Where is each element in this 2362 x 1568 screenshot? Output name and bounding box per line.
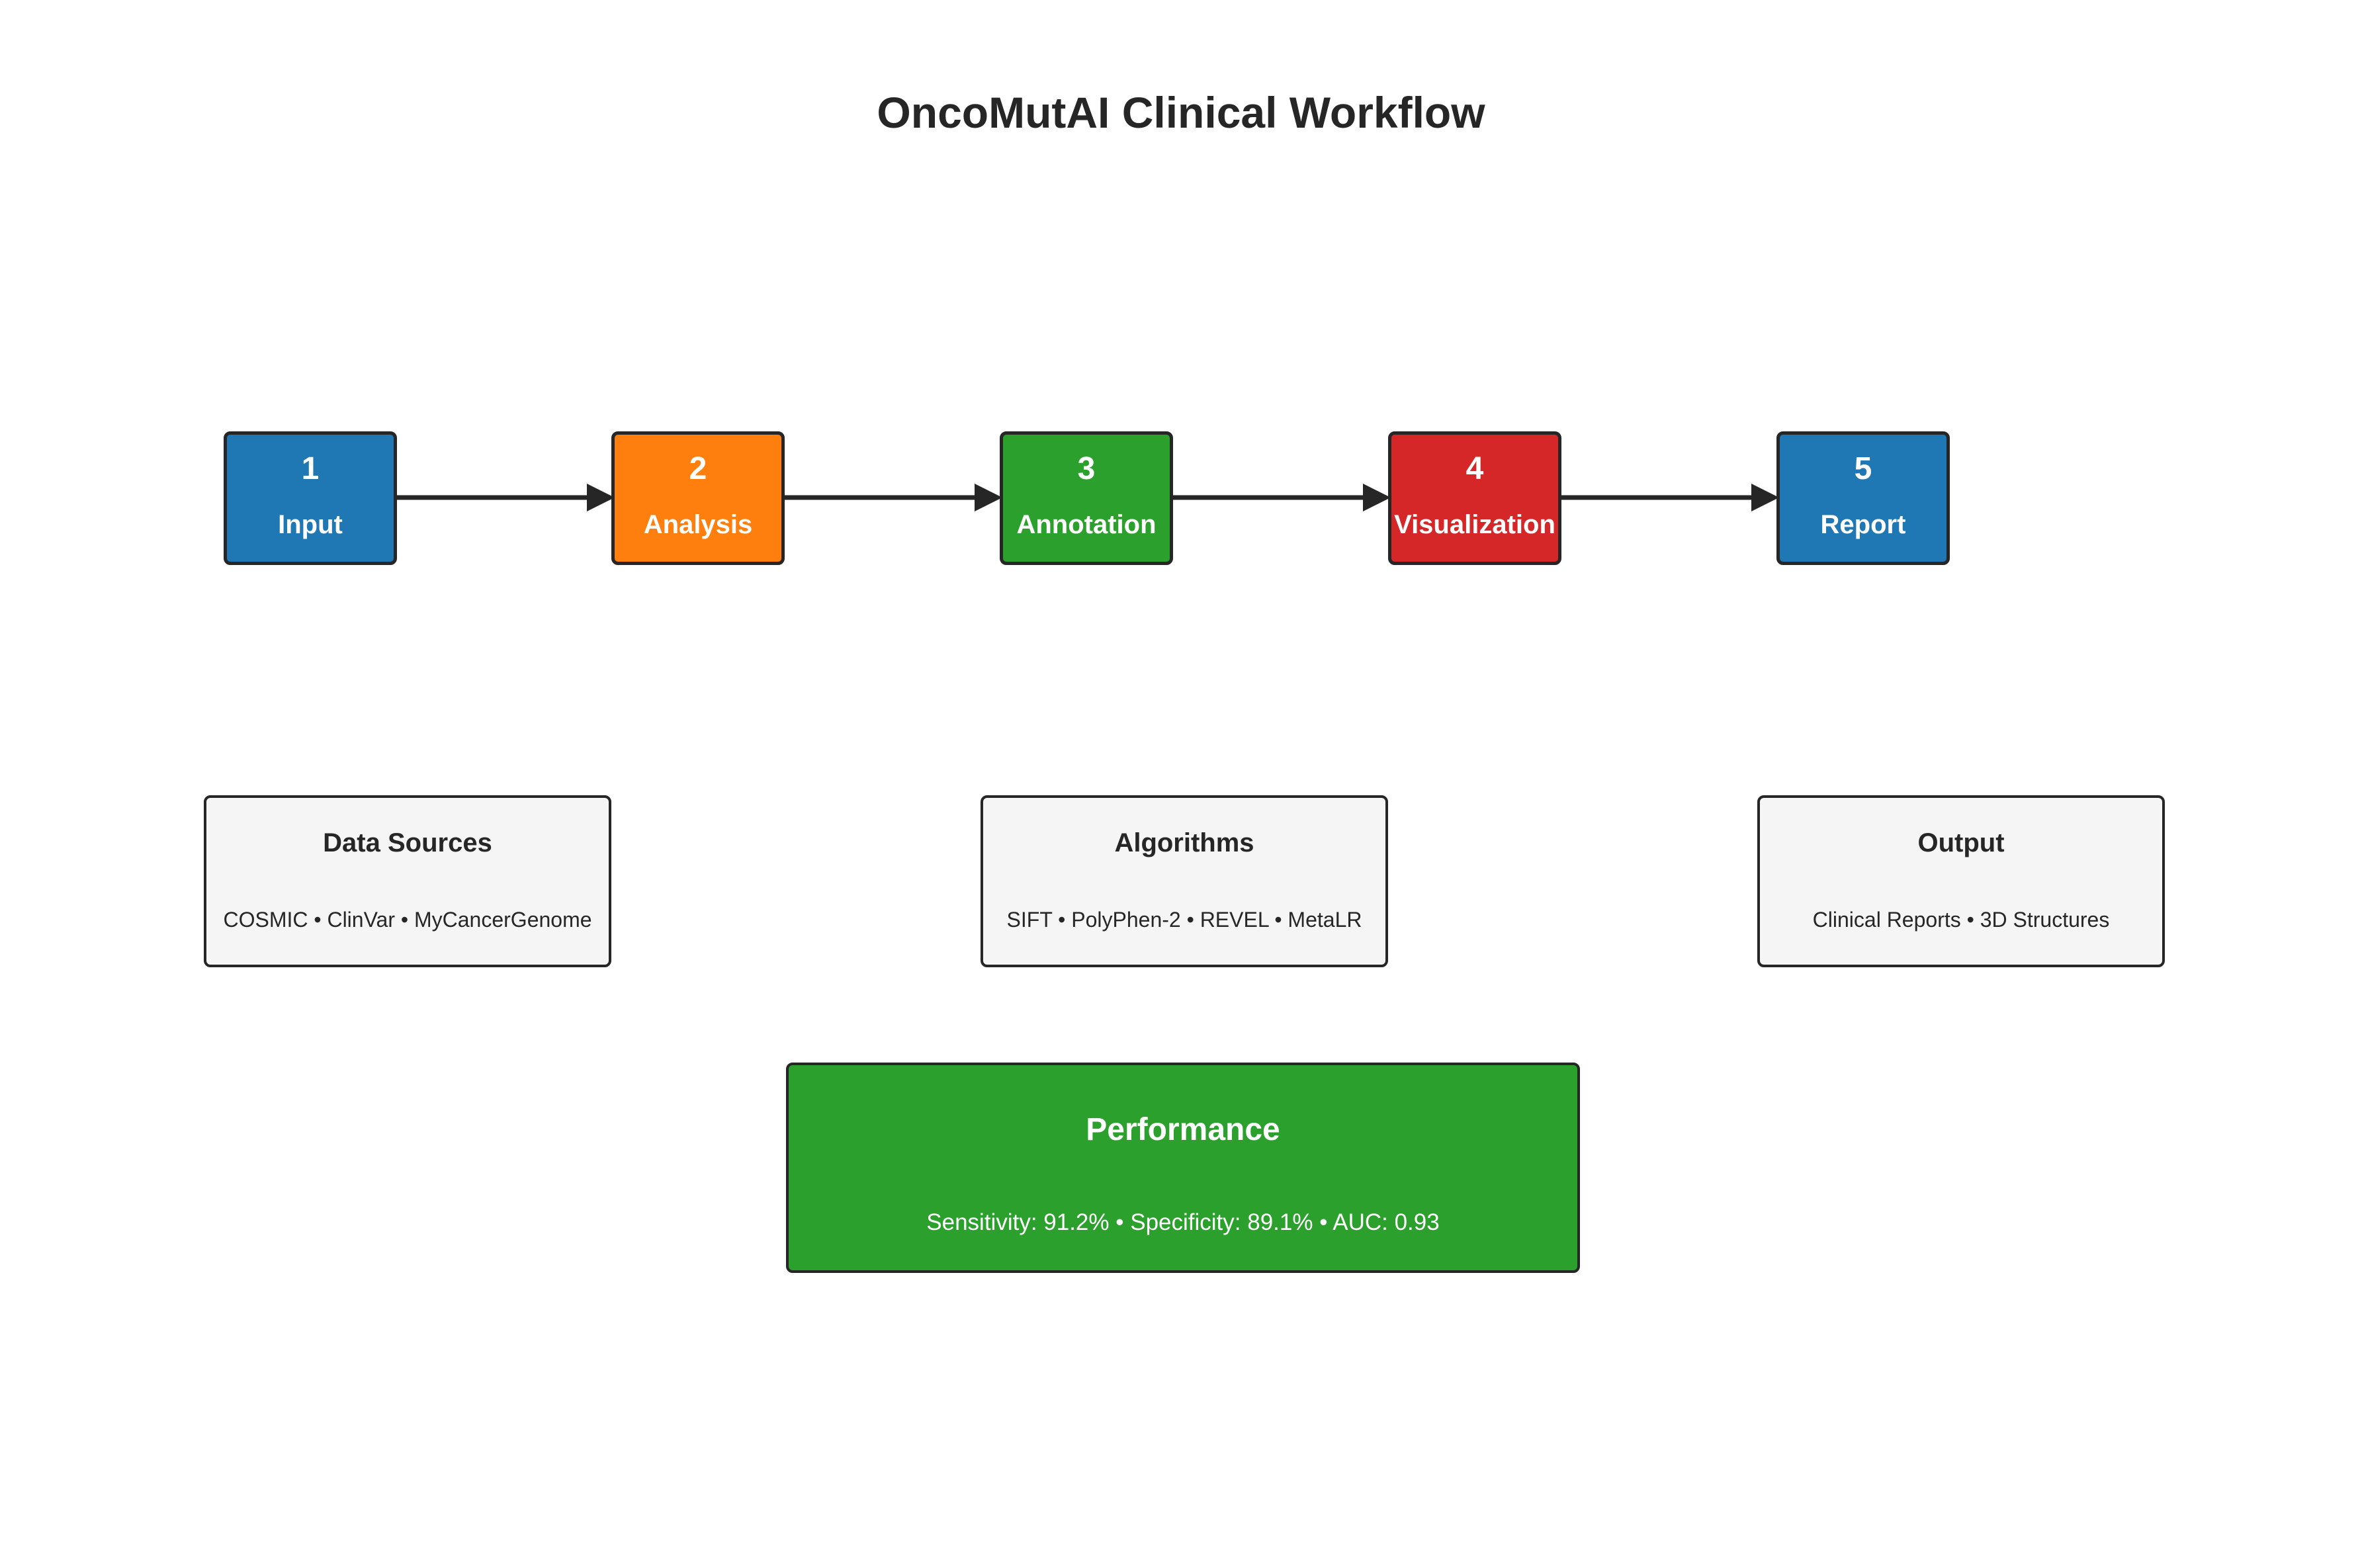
step-report: 5 Report — [1776, 431, 1950, 565]
step-analysis: 2 Analysis — [611, 431, 785, 565]
info-box-data-sources: Data Sources COSMIC • ClinVar • MyCancer… — [204, 795, 611, 967]
info-box-detail: COSMIC • ClinVar • MyCancerGenome — [223, 908, 592, 932]
step-number: 4 — [1465, 451, 1484, 486]
info-box-algorithms: Algorithms SIFT • PolyPhen-2 • REVEL • M… — [981, 795, 1388, 967]
step-number: 2 — [689, 451, 707, 486]
info-box-detail: Clinical Reports • 3D Structures — [1812, 908, 2110, 932]
step-number: 5 — [1854, 451, 1872, 486]
step-label: Report — [1820, 510, 1906, 539]
step-visualization: 4 Visualization — [1388, 431, 1561, 565]
info-box-title: Output — [1917, 828, 2005, 857]
info-box-output: Output Clinical Reports • 3D Structures — [1757, 795, 2165, 967]
performance-title: Performance — [1086, 1112, 1280, 1147]
performance-metrics: Sensitivity: 91.2% • Specificity: 89.1% … — [926, 1209, 1440, 1235]
info-box-title: Data Sources — [323, 828, 492, 857]
performance-box: Performance Sensitivity: 91.2% • Specifi… — [786, 1063, 1580, 1273]
step-label: Analysis — [643, 510, 753, 539]
step-number: 1 — [301, 451, 320, 486]
step-label: Visualization — [1394, 510, 1555, 539]
info-box-detail: SIFT • PolyPhen-2 • REVEL • MetaLR — [1006, 908, 1362, 932]
step-label: Input — [278, 510, 343, 539]
step-number: 3 — [1077, 451, 1096, 486]
diagram-title: OncoMutAI Clinical Workflow — [877, 88, 1485, 137]
step-label: Annotation — [1016, 510, 1157, 539]
step-input: 1 Input — [224, 431, 397, 565]
step-annotation: 3 Annotation — [1000, 431, 1173, 565]
info-box-title: Algorithms — [1114, 828, 1254, 857]
